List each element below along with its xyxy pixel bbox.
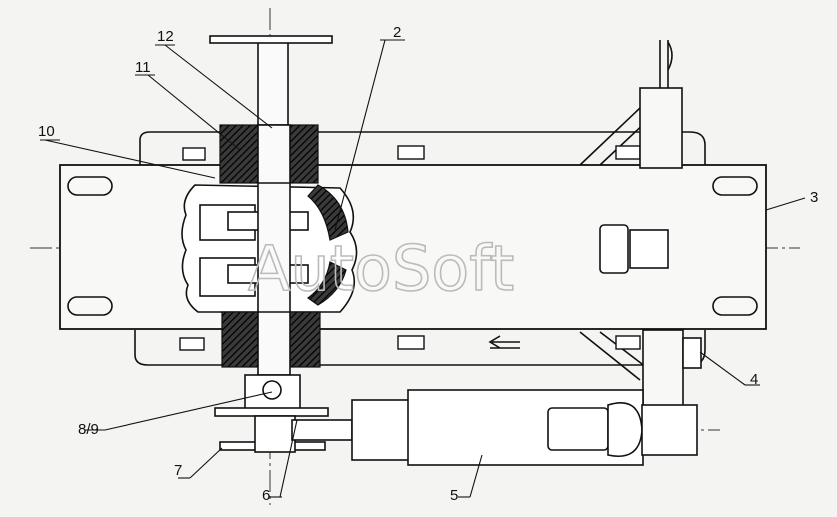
- hatched-housing: [219, 124, 349, 368]
- label-6: 6: [262, 487, 270, 504]
- label-4: 4: [750, 371, 758, 388]
- plate-slots: [67, 176, 758, 316]
- leader-lines: [40, 39, 806, 498]
- mounting-bolts: [179, 145, 641, 351]
- support-frame: [134, 107, 706, 381]
- label-5: 5: [450, 487, 458, 504]
- callout-labels: 12 2 11 10 3 4 8/9 7 6 5: [38, 24, 818, 504]
- label-11: 11: [135, 59, 151, 76]
- label-3: 3: [810, 189, 818, 206]
- label-7: 7: [174, 462, 182, 479]
- watermark: AutoSoft: [248, 232, 514, 305]
- label-2: 2: [393, 24, 401, 41]
- hydraulic-cylinder: [291, 389, 698, 466]
- vertical-shaft: [257, 39, 291, 376]
- label-8-9: 8/9: [78, 421, 99, 438]
- handwheel: [209, 35, 333, 44]
- label-10: 10: [38, 123, 55, 140]
- shaft-lower-end: [214, 374, 329, 453]
- plate-block: [599, 224, 669, 274]
- direction-arrow: [488, 335, 520, 349]
- label-12: 12: [157, 28, 174, 45]
